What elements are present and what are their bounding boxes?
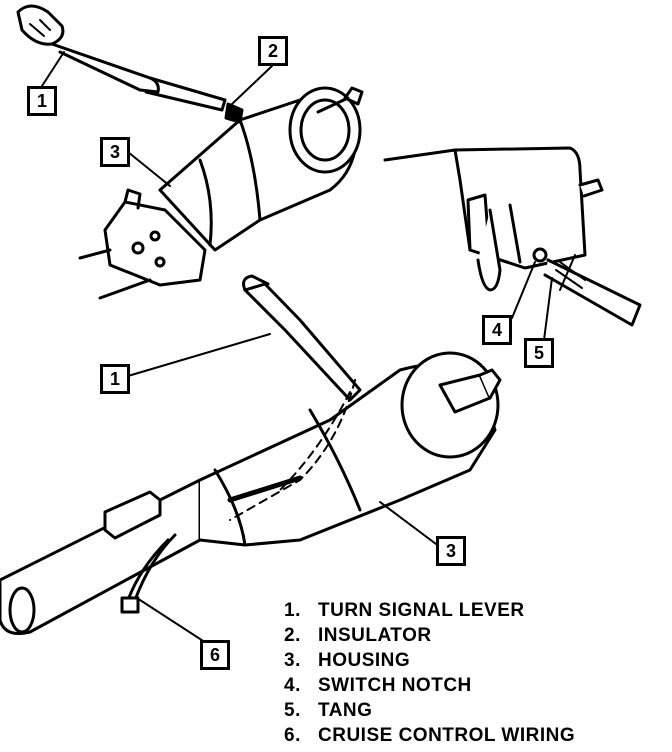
legend-item: 1.TURN SIGNAL LEVER — [284, 599, 525, 621]
callout-turn-signal-lever-bottom: 1 — [100, 364, 134, 398]
legend-label: INSULATOR — [318, 624, 432, 646]
legend-item: 2.INSULATOR — [284, 624, 432, 646]
turn-signal-lever-top — [16, 4, 227, 112]
callout-housing-bottom: 3 — [436, 536, 470, 570]
callout-tang: 5 — [524, 338, 558, 372]
legend-item: 6.CRUISE CONTROL WIRING — [284, 724, 576, 746]
callout-housing-top: 3 — [100, 137, 134, 171]
legend-item: 3.HOUSING — [284, 649, 411, 671]
switch-detail — [383, 146, 642, 327]
callout-turn-signal-lever-top: 1 — [27, 86, 61, 120]
legend: 1.TURN SIGNAL LEVER 2.INSULATOR 3.HOUSIN… — [284, 598, 575, 748]
housing-assembly-top — [78, 86, 364, 300]
legend-label: TURN SIGNAL LEVER — [318, 599, 525, 621]
legend-label: SWITCH NOTCH — [318, 674, 472, 696]
legend-label: CRUISE CONTROL WIRING — [318, 724, 576, 746]
callout-switch-notch: 4 — [482, 315, 516, 349]
steering-column-bottom — [0, 274, 502, 635]
callout-insulator: 2 — [258, 36, 292, 70]
callout-cruise-control-wiring: 6 — [200, 640, 234, 674]
legend-label: TANG — [318, 699, 373, 721]
legend-label: HOUSING — [318, 649, 411, 671]
legend-item: 4.SWITCH NOTCH — [284, 674, 472, 696]
legend-item: 5.TANG — [284, 699, 373, 721]
